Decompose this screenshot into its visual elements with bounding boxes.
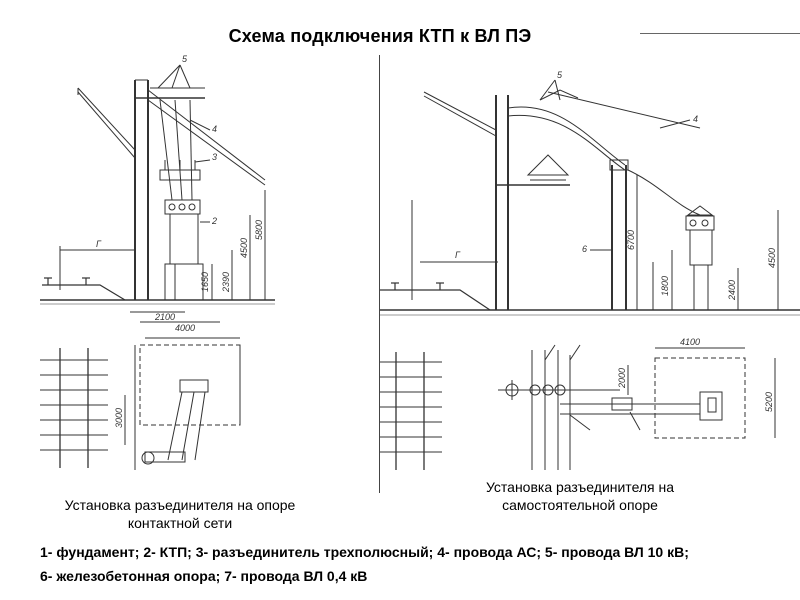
dim-4500-right: 4500 bbox=[767, 248, 777, 268]
dim-1650-label: 1650 bbox=[200, 272, 210, 292]
dim-6700-label: 6700 bbox=[626, 230, 636, 250]
dim-3000-label: 3000 bbox=[114, 408, 124, 428]
dim-5800-label: 5800 bbox=[254, 220, 264, 240]
dim-4500-label: 4500 bbox=[239, 238, 249, 258]
diagram-title: Схема подключения КТП к ВЛ ПЭ bbox=[228, 26, 532, 46]
dim-2000-label: 2000 bbox=[617, 368, 627, 389]
callout-3-label: 3 bbox=[212, 152, 217, 162]
panel-divider bbox=[379, 55, 380, 493]
left-plan-view bbox=[40, 337, 241, 470]
legend-line-2: 6- железобетонная опора; 7- провода ВЛ 0… bbox=[40, 568, 368, 584]
callout-2-label: 2 bbox=[211, 216, 217, 226]
right-elevation-view bbox=[380, 79, 800, 316]
dim-2100-label: 2100 bbox=[154, 312, 175, 322]
dim-4100-label: 4100 bbox=[680, 337, 700, 347]
dim-1800-label: 1800 bbox=[660, 276, 670, 296]
top-rule bbox=[640, 33, 800, 34]
rail-right bbox=[391, 282, 444, 290]
caption-left: Установка разъединителя на опоре контакт… bbox=[64, 497, 296, 531]
dim-2390-label: 2390 bbox=[221, 272, 231, 293]
callout-5-right: 5 bbox=[557, 70, 563, 80]
dim-g-left: Г bbox=[96, 239, 102, 249]
callout-5-label: 5 bbox=[182, 54, 188, 64]
dim-4000-label: 4000 bbox=[175, 323, 195, 333]
callout-4-right: 4 bbox=[693, 114, 698, 124]
dim-5200-label: 5200 bbox=[764, 392, 774, 412]
legend-line-1: 1- фундамент; 2- КТП; 3- разъединитель т… bbox=[40, 544, 689, 560]
caption-right: Установка разъединителя на самостоятельн… bbox=[485, 479, 675, 513]
rail-left bbox=[44, 277, 90, 285]
dim-g-right: Г bbox=[455, 250, 461, 260]
dim-2400-label: 2400 bbox=[727, 280, 737, 301]
callout-6-label: 6 bbox=[582, 244, 587, 254]
right-plan-view bbox=[380, 344, 776, 470]
callout-4-label: 4 bbox=[212, 124, 217, 134]
left-elevation-view bbox=[40, 64, 275, 323]
